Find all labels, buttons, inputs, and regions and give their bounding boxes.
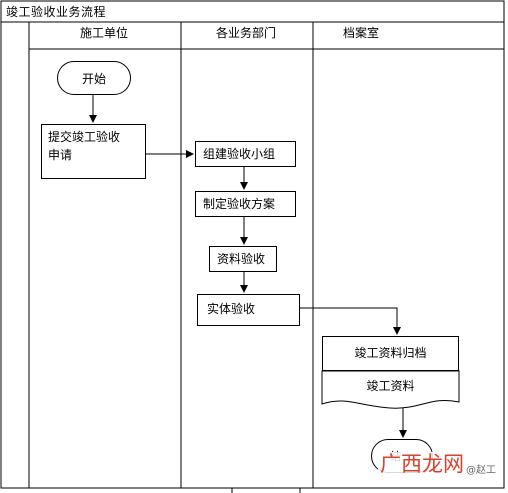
arrow-physical-to-archive bbox=[300, 307, 401, 335]
submit-label-line1: 提交竣工验收 bbox=[48, 130, 121, 144]
lane-header-construction: 施工单位 bbox=[80, 26, 129, 40]
watermark-logo: 广西龙网 bbox=[378, 452, 466, 476]
form-team-node: 组建验收小组 bbox=[195, 141, 296, 167]
submit-application-node: 提交竣工验收 申请 bbox=[41, 124, 146, 179]
lane-header-departments: 各业务部门 bbox=[216, 26, 277, 40]
start-label: 开始 bbox=[81, 71, 106, 86]
physical-check-label: 实体验收 bbox=[207, 302, 256, 316]
acceptance-plan-label: 制定验收方案 bbox=[203, 197, 276, 211]
archive-label: 竣工资料归档 bbox=[354, 346, 427, 360]
materials-label: 竣工资料 bbox=[366, 379, 415, 393]
watermark-handle: @赵工 bbox=[466, 465, 496, 476]
submit-label-line2: 申请 bbox=[48, 148, 73, 162]
lane-header-archive: 档案室 bbox=[343, 26, 380, 40]
diagram-title: 竣工验收业务流程 bbox=[6, 5, 107, 19]
archive-node: 竣工资料归档 bbox=[322, 336, 459, 371]
document-check-node: 资料验收 bbox=[209, 246, 277, 272]
document-shape bbox=[321, 370, 460, 409]
acceptance-plan-node: 制定验收方案 bbox=[195, 191, 296, 217]
start-node: 开始 bbox=[57, 61, 131, 95]
form-team-label: 组建验收小组 bbox=[203, 147, 276, 161]
physical-check-node: 实体验收 bbox=[197, 294, 300, 326]
document-check-label: 资料验收 bbox=[217, 252, 266, 266]
